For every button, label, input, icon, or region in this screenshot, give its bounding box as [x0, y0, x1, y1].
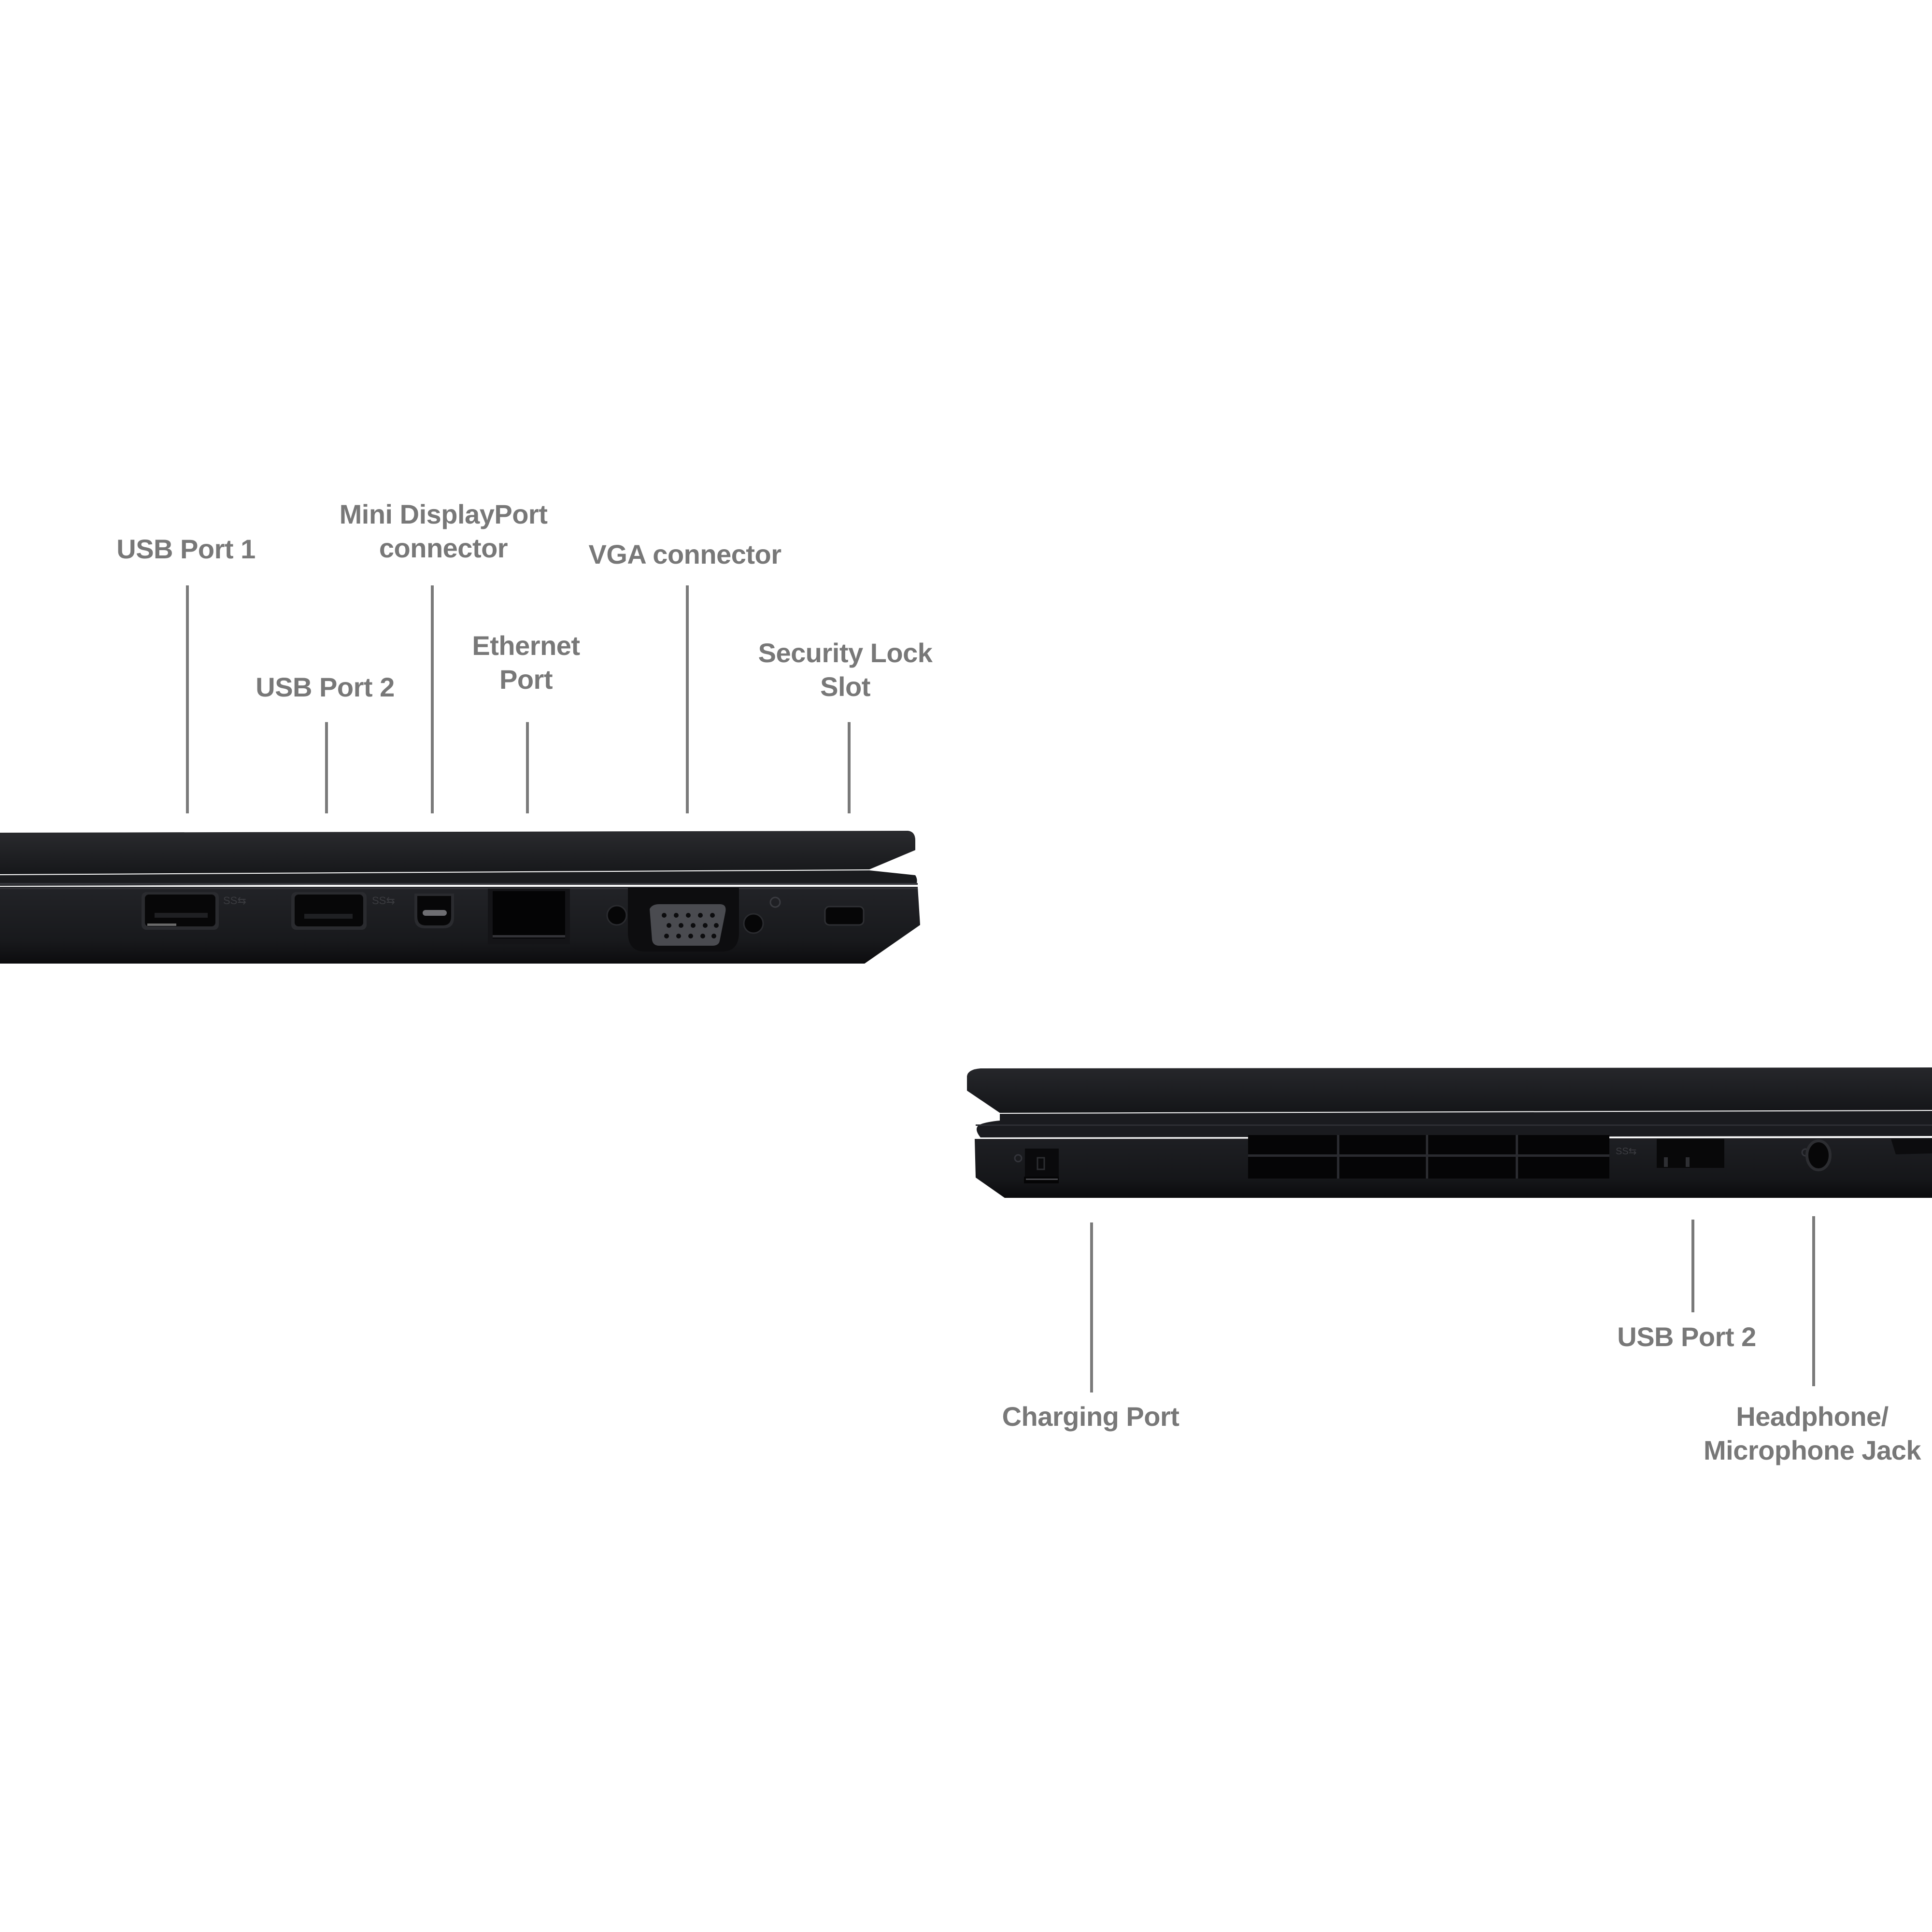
leader-line-usb-port-1 [186, 585, 189, 813]
leader-line-headphone-jack [1812, 1216, 1815, 1386]
charging-port-icon [1014, 1149, 1059, 1183]
security-lock-slot-icon [824, 906, 865, 926]
usb-ss-marking-right: SS⇆ [1616, 1146, 1636, 1157]
laptop-left-side-view: SS⇆ SS⇆ [0, 821, 927, 976]
label-vga-connector: VGA connector [588, 539, 781, 569]
headphone-jack-icon [1801, 1139, 1832, 1171]
vga-connector-icon [628, 888, 739, 952]
leader-line-mini-displayport [431, 585, 434, 813]
leader-line-security-lock-slot [848, 722, 851, 813]
leader-line-charging-port [1090, 1222, 1093, 1392]
leader-line-vga-connector [686, 585, 689, 813]
screw-hole-icon [743, 913, 764, 934]
label-security-lock-slot: Security Lock Slot [758, 638, 933, 702]
label-usb-port-2-right: USB Port 2 [1617, 1321, 1756, 1352]
label-headphone-microphone-jack: Headphone/ Microphone Jack [1704, 1401, 1921, 1465]
usb-ss-marking-1: SS⇆ [223, 895, 246, 907]
lock-marking-icon [769, 896, 781, 908]
label-usb-port-2: USB Port 2 [256, 672, 395, 702]
usb-ss-marking-2: SS⇆ [372, 895, 395, 907]
indicator-hole-icon [606, 905, 627, 926]
label-mini-displayport: Mini DisplayPort connector [339, 499, 548, 563]
laptop-right-side-view: SS⇆ [961, 1063, 1932, 1203]
usb-port-1-icon [142, 892, 219, 930]
label-usb-port-1: USB Port 1 [116, 534, 256, 564]
leader-line-ethernet-port [526, 722, 529, 813]
leader-line-usb-port-2-right [1691, 1220, 1694, 1312]
leader-line-usb-port-2 [325, 722, 328, 813]
laptop-left-side-illustration: SS⇆ SS⇆ [0, 831, 920, 964]
cooling-vent-icon [1248, 1135, 1609, 1179]
laptop-right-side-illustration: SS⇆ [967, 1067, 1932, 1198]
usb-port-2-right-icon [1657, 1139, 1724, 1168]
usb-port-2-icon [291, 892, 367, 930]
ethernet-port-icon [488, 889, 570, 944]
mini-displayport-icon [414, 894, 454, 928]
label-ethernet-port: Ethernet Port [472, 630, 580, 695]
label-charging-port: Charging Port [1002, 1401, 1179, 1432]
